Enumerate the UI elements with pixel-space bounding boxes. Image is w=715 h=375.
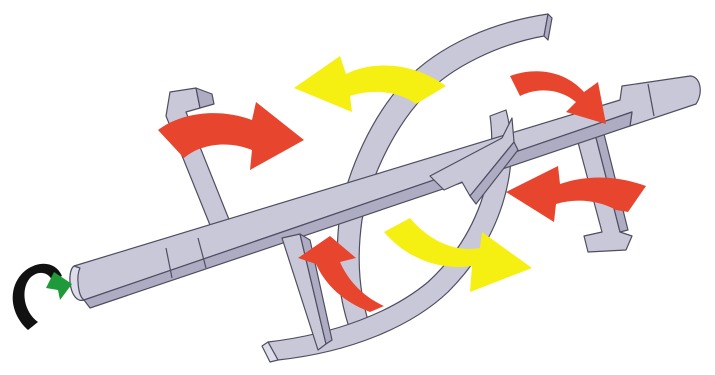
left-paddle-blade [166,88,230,230]
upper-right-red-flow-arrow [510,71,606,124]
curved-arrow-icon [13,264,72,330]
right-red-flow-arrow [506,166,646,222]
